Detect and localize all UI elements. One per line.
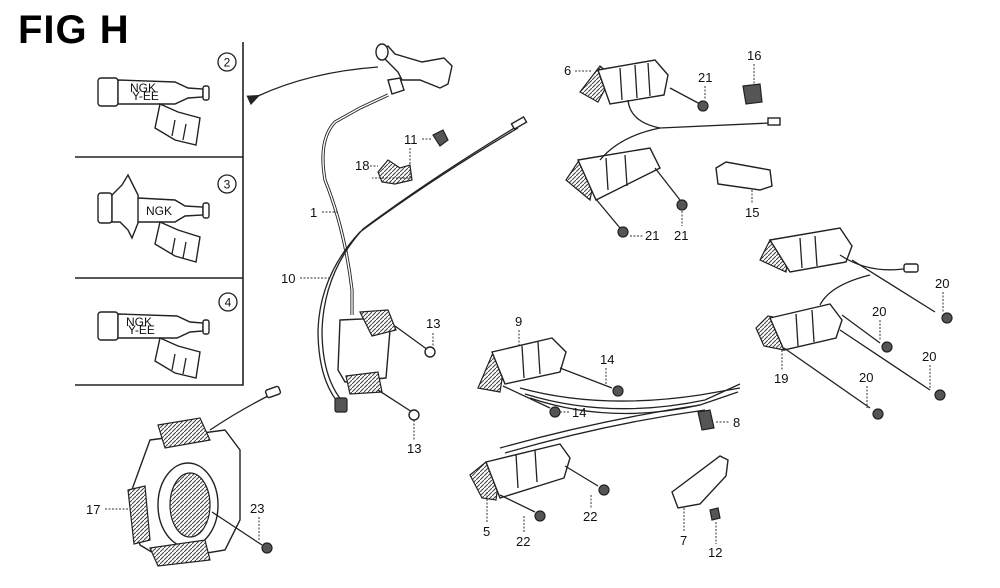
callout-14-upper: 14: [600, 352, 614, 367]
callout-16: 16: [747, 48, 761, 63]
high-tension-cord: [321, 93, 389, 315]
variant-ref-circle: [217, 52, 237, 72]
callout-18: 18: [355, 158, 369, 173]
callout-22-a: 22: [583, 509, 597, 524]
ignition-coil-5: [469, 443, 610, 522]
nut-12: [709, 507, 721, 521]
clamp-11: [432, 129, 449, 147]
clamp-18: [377, 159, 413, 185]
figure-title: FIG H: [18, 8, 130, 52]
variant-text: NGK: [130, 81, 156, 95]
variant-ref-label: 2: [224, 56, 231, 70]
callout-20-a: 20: [935, 276, 949, 291]
plate-7: [671, 455, 729, 509]
reference-arrow: [246, 66, 379, 106]
ignition-coil-mid: [565, 127, 688, 238]
wire-10: [317, 127, 519, 406]
bracket-15: [715, 161, 773, 191]
callout-22-b: 22: [516, 534, 530, 549]
variant-text: NGK: [146, 204, 172, 218]
callout-8: 8: [733, 415, 740, 430]
callout-20-b: 20: [872, 304, 886, 319]
variant-text: NGK: [126, 315, 152, 329]
callout-5: 5: [483, 524, 490, 539]
callout-19: 19: [774, 371, 788, 386]
callout-20-d: 20: [859, 370, 873, 385]
callout-17: 17: [86, 502, 100, 517]
callout-20-c: 20: [922, 349, 936, 364]
clip-8: [697, 409, 715, 431]
stator-17: [127, 385, 282, 567]
callout-13-lower: 13: [407, 441, 421, 456]
inset-panel: NGK Y-EE 2 NGK 3 NGK Y-EE: [75, 42, 244, 386]
variant-ref-label: 3: [224, 178, 231, 192]
callout-13-upper: 13: [426, 316, 440, 331]
variant-text: Y-EE: [128, 323, 155, 337]
callout-7: 7: [680, 533, 687, 548]
ignition-coil-19: [755, 274, 946, 420]
ignition-coil-right-upper: [759, 227, 953, 324]
callout-21-b: 21: [645, 228, 659, 243]
callout-11: 11: [404, 132, 418, 147]
spark-plug-cap-variant-2: NGK Y-EE 2: [97, 52, 237, 146]
variant-ref-label: 4: [225, 296, 232, 310]
variant-text: Y-EE: [132, 89, 159, 103]
callout-12: 12: [708, 545, 722, 560]
clip-16: [742, 83, 763, 105]
variant-ref-circle: [217, 174, 237, 194]
callout-15: 15: [745, 205, 759, 220]
callout-14-lower: 14: [572, 405, 586, 420]
spark-plug-cap-variant-3: NGK 3: [97, 173, 237, 263]
callout-21-c: 21: [674, 228, 688, 243]
callouts: 1 5 6 7 8 9 10 11 12 13 13 14 14 15 16 1…: [86, 48, 949, 560]
callout-1: 1: [310, 205, 317, 220]
coil-wire: [519, 387, 741, 402]
spark-plug-cap-variant-4: NGK Y-EE 4: [97, 292, 238, 379]
callout-21-a: 21: [698, 70, 712, 85]
ignition-coil-9: [477, 337, 624, 418]
ignition-coil-left: [337, 309, 436, 421]
callout-23: 23: [250, 501, 264, 516]
callout-9: 9: [515, 314, 522, 329]
spark-plug-cap: [375, 43, 453, 95]
callout-10: 10: [281, 271, 295, 286]
variant-ref-circle: [218, 292, 238, 312]
callout-6: 6: [564, 63, 571, 78]
